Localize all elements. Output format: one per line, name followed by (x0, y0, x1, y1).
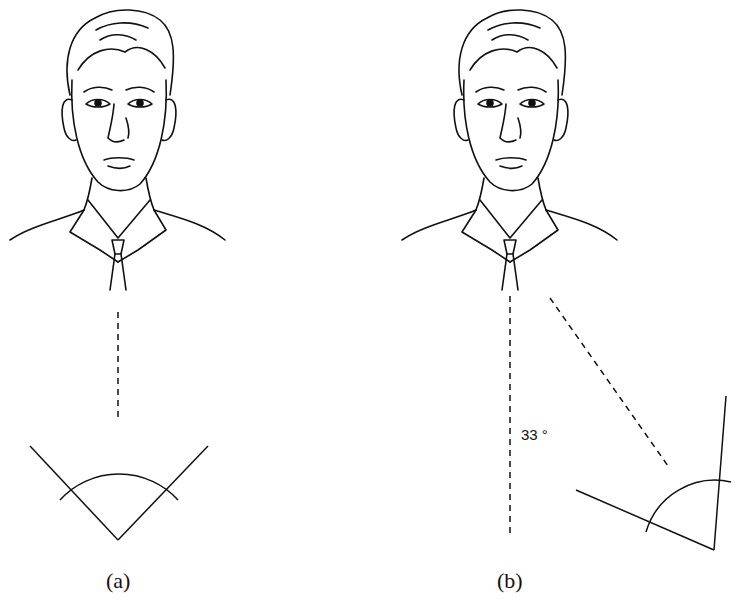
angle-arc (60, 474, 178, 500)
angle-arm (30, 446, 118, 540)
dashed-axis (117, 312, 119, 420)
man-portrait (10, 10, 225, 290)
angle-arm (576, 490, 714, 550)
angle-arc (646, 480, 731, 532)
panel-caption: (a) (106, 568, 130, 594)
dashed-axis (509, 296, 511, 536)
dashed-tilted-axis (550, 298, 668, 466)
panel-caption: (b) (497, 568, 523, 594)
angle-arm (714, 396, 726, 550)
angle-arm (118, 446, 208, 540)
man-portrait (402, 10, 617, 290)
angle-value: 33 ° (521, 426, 548, 443)
